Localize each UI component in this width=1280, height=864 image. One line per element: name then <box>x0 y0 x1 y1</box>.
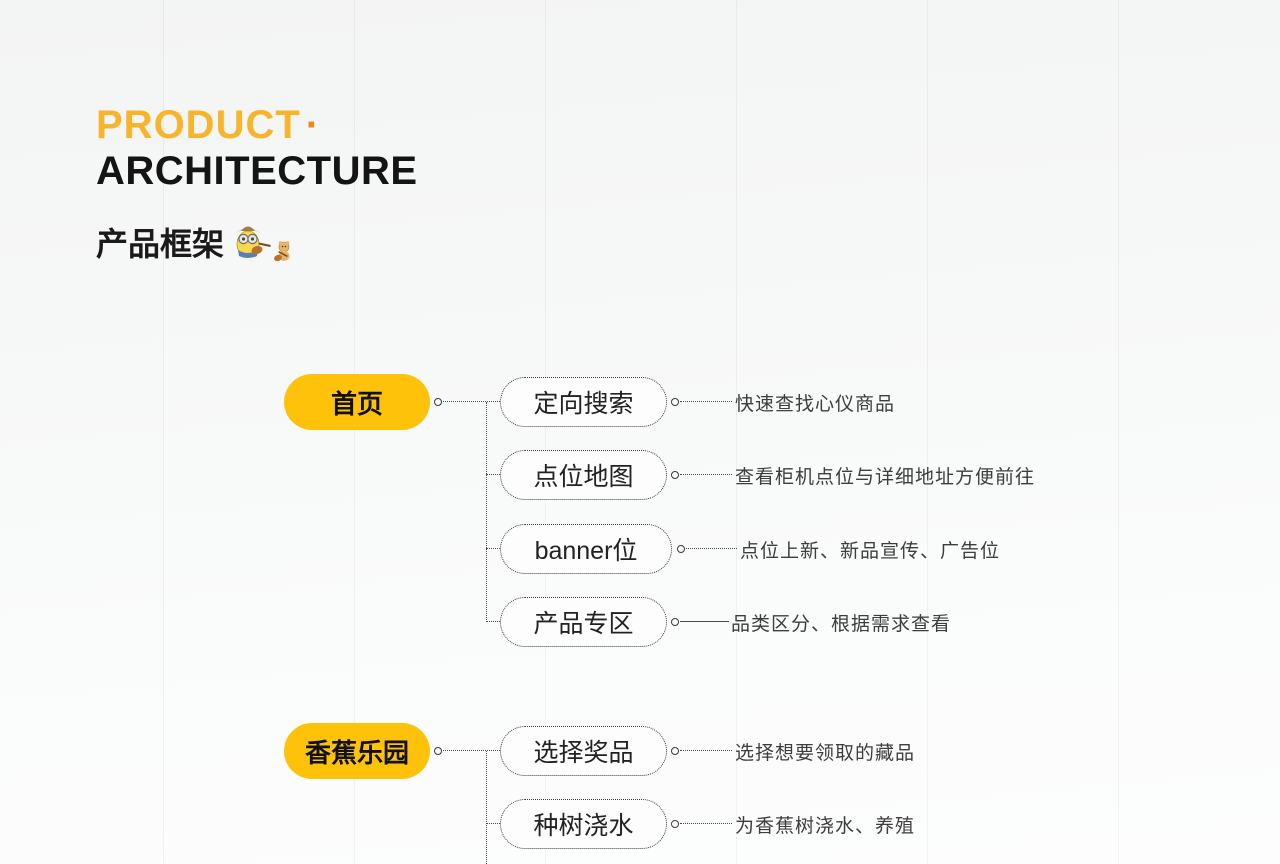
connector-dot <box>434 747 442 755</box>
branch-line <box>486 402 487 622</box>
node-description: 点位上新、新品宣传、广告位 <box>740 540 1001 562</box>
tree-node-choose-prize: 选择奖品 <box>500 726 667 776</box>
connector-line <box>486 823 500 824</box>
page-subtitle: 产品框架 <box>96 226 225 262</box>
connector-line <box>680 750 732 751</box>
page-title: ARCHITECTURE <box>96 149 418 193</box>
connector-line <box>486 621 500 622</box>
node-description: 品类区分、根据需求查看 <box>731 613 952 635</box>
connector-line <box>486 474 500 475</box>
connector-line <box>686 548 737 549</box>
connector-line <box>486 548 500 549</box>
connector-line <box>680 474 732 475</box>
minion-playing-guitar-with-bear-icon <box>235 226 290 262</box>
grid-line <box>545 0 546 864</box>
grid-line <box>354 0 355 864</box>
grid-line <box>1118 0 1119 864</box>
page-kicker: PRODUCT· <box>96 103 320 147</box>
connector-line <box>680 823 732 824</box>
kicker-dot: · <box>305 103 321 147</box>
connector-dot <box>671 471 679 479</box>
grid-line <box>736 0 737 864</box>
kicker-text: PRODUCT <box>96 103 301 147</box>
grid-line <box>163 0 164 864</box>
node-description: 快速查找心仪商品 <box>735 393 896 415</box>
connector-line <box>443 401 500 402</box>
connector-dot <box>671 618 679 626</box>
connector-line <box>680 621 729 622</box>
node-description: 选择想要领取的藏品 <box>735 742 916 764</box>
connector-dot <box>677 545 685 553</box>
connector-line <box>443 750 500 751</box>
tree-node-plant-water: 种树浇水 <box>500 799 667 849</box>
connector-dot <box>671 820 679 828</box>
connector-dot <box>671 398 679 406</box>
tree-node-product-zone: 产品专区 <box>500 597 667 647</box>
tree-node-banner: banner位 <box>500 524 672 574</box>
connector-line <box>680 401 732 402</box>
subtitle-row: 产品框架 <box>96 220 298 264</box>
branch-line <box>486 751 487 864</box>
node-description: 查看柜机点位与详细地址方便前往 <box>735 466 1036 488</box>
tree-root-home: 首页 <box>284 374 430 430</box>
grid-line <box>927 0 928 864</box>
tree-node-map: 点位地图 <box>500 450 667 500</box>
tree-root-banana-park: 香蕉乐园 <box>284 723 430 779</box>
connector-dot <box>671 747 679 755</box>
node-description: 为香蕉树浇水、养殖 <box>735 815 916 837</box>
tree-node-search: 定向搜索 <box>500 377 667 427</box>
connector-dot <box>434 398 442 406</box>
